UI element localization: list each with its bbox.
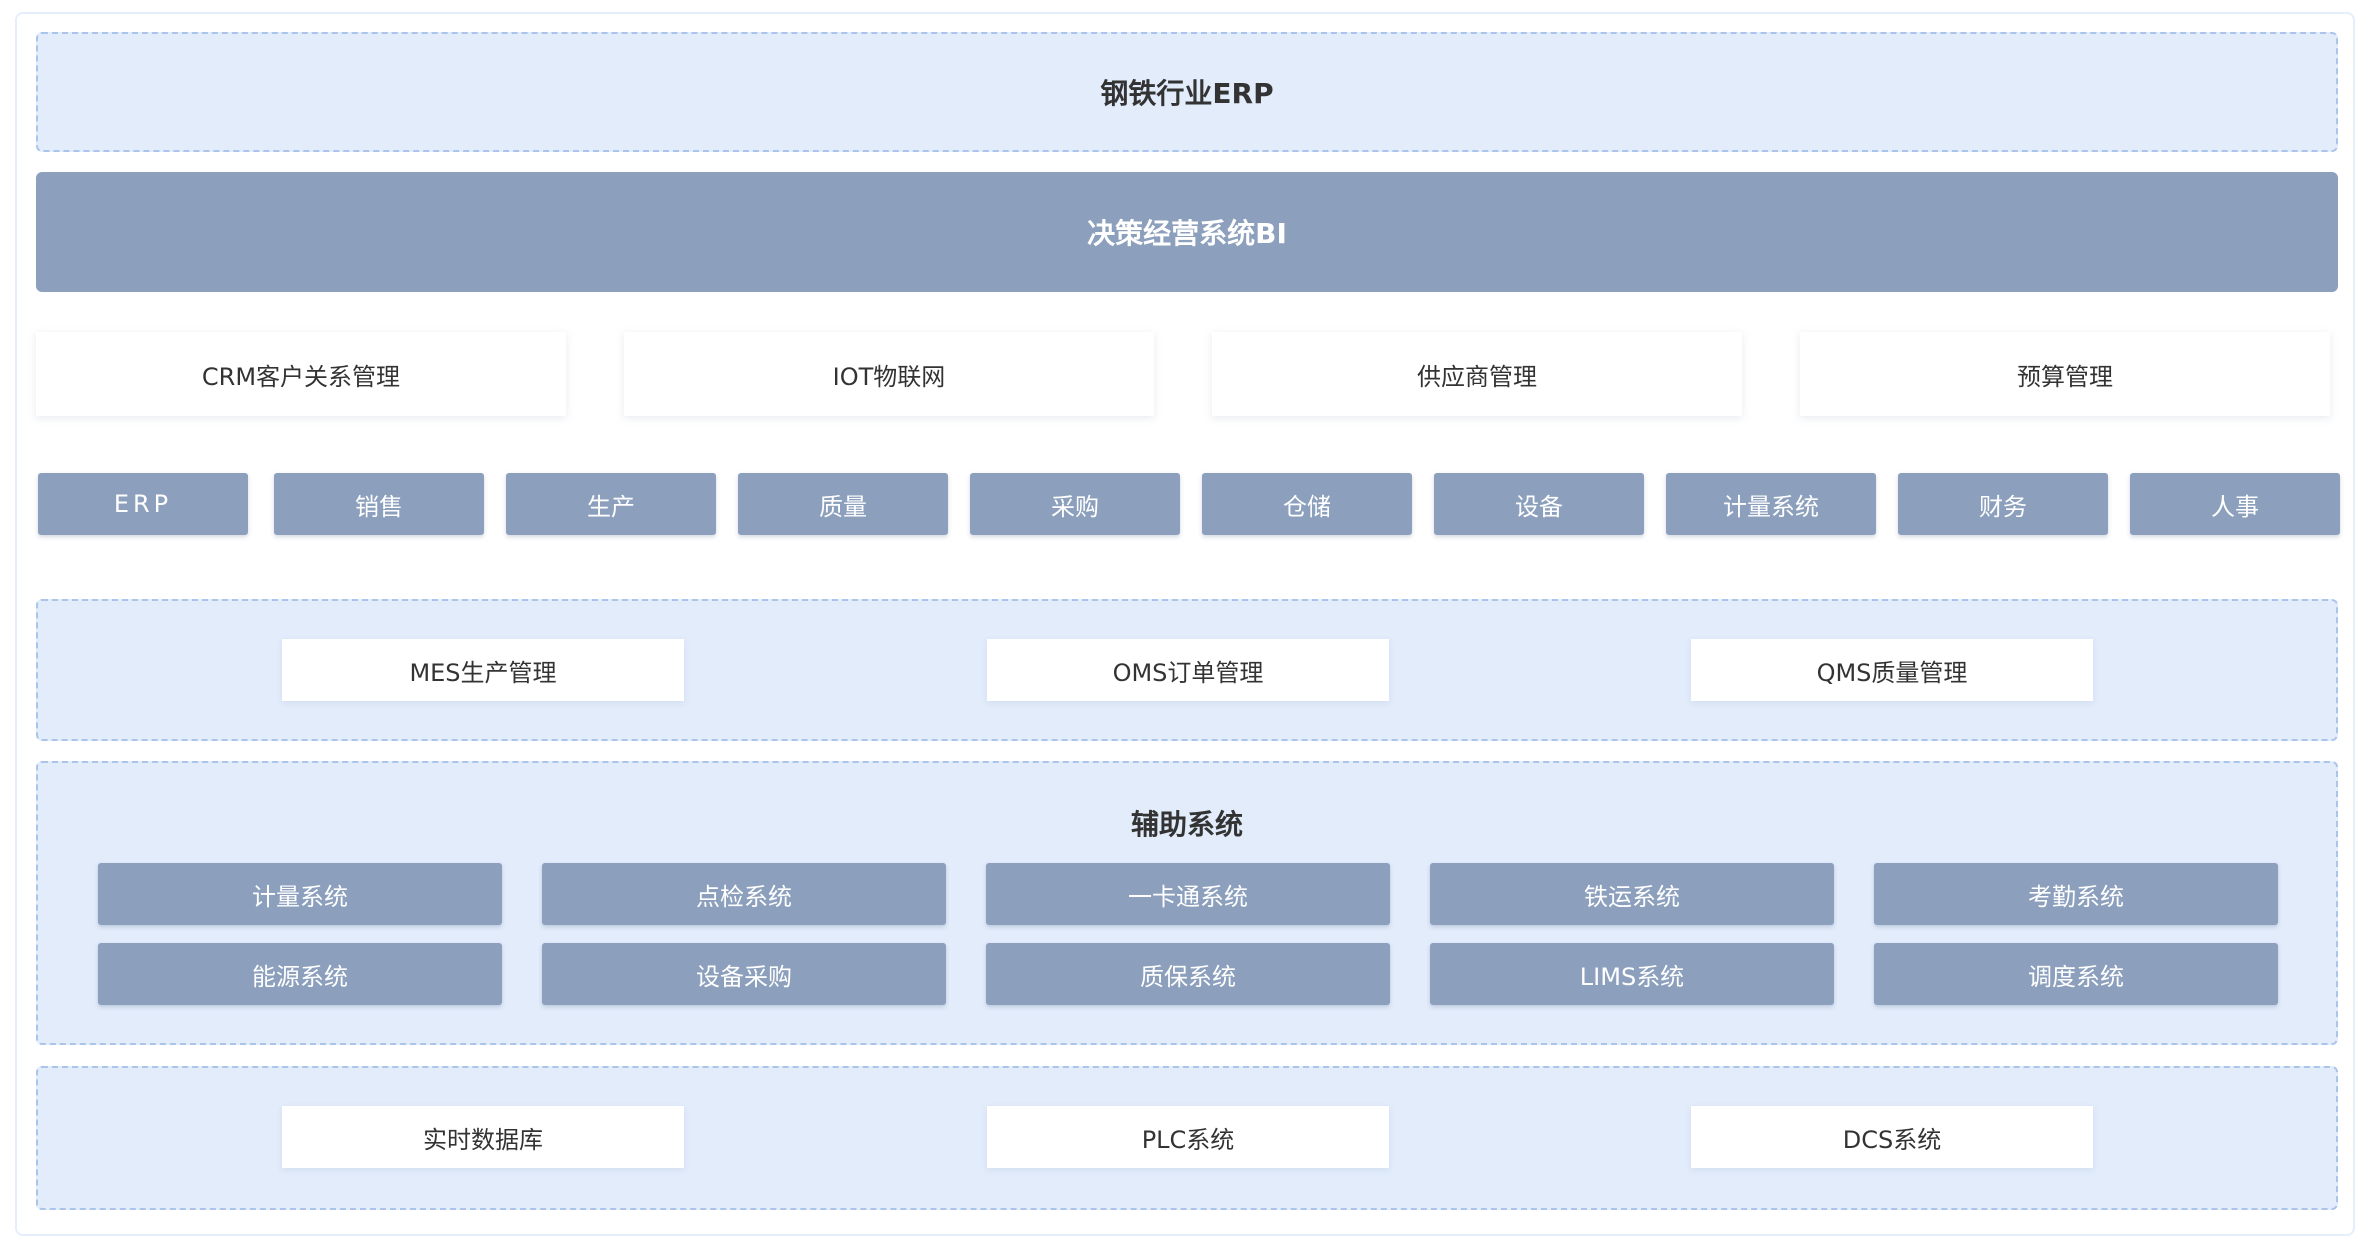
chip-label: 设备 xyxy=(1515,492,1563,521)
aux-chip: 质保系统 xyxy=(986,943,1390,1005)
module-label: 供应商管理 xyxy=(1417,362,1537,391)
chip-label: 质保系统 xyxy=(1140,962,1236,991)
aux-chip: 计量系统 xyxy=(98,863,502,925)
chip-label: 生产 xyxy=(587,492,635,521)
aux-chip: 考勤系统 xyxy=(1874,863,2278,925)
chip-label: 一卡通系统 xyxy=(1128,882,1248,911)
chip-label: 调度系统 xyxy=(2028,962,2124,991)
box-label: MES生产管理 xyxy=(409,658,557,687)
box-label: QMS质量管理 xyxy=(1816,658,1968,687)
erp-chip-finance: 财务 xyxy=(1898,473,2108,535)
mes-band: MES生产管理 OMS订单管理 QMS质量管理 xyxy=(36,599,2338,741)
aux-chip: 铁运系统 xyxy=(1430,863,1834,925)
mes-box: MES生产管理 xyxy=(282,639,684,701)
qms-box: QMS质量管理 xyxy=(1691,639,2093,701)
diagram-title: 钢铁行业ERP xyxy=(1100,77,1274,110)
aux-chip: 一卡通系统 xyxy=(986,863,1390,925)
dcs-box: DCS系统 xyxy=(1691,1106,2093,1168)
oms-box: OMS订单管理 xyxy=(987,639,1389,701)
erp-chip-equipment: 设备 xyxy=(1434,473,1644,535)
erp-chip-hr: 人事 xyxy=(2130,473,2340,535)
erp-chip-quality: 质量 xyxy=(738,473,948,535)
chip-label: 计量系统 xyxy=(252,882,348,911)
chip-label: LIMS系统 xyxy=(1579,962,1685,991)
bi-band: 决策经营系统BI xyxy=(36,172,2338,292)
title-band: 钢铁行业ERP xyxy=(36,32,2338,152)
chip-label: 点检系统 xyxy=(696,882,792,911)
erp-chip-production: 生产 xyxy=(506,473,716,535)
chip-label: 财务 xyxy=(1979,492,2027,521)
box-label: 实时数据库 xyxy=(423,1125,543,1154)
chip-label: 铁运系统 xyxy=(1584,882,1680,911)
module-iot: IOT物联网 xyxy=(624,332,1154,416)
module-crm: CRM客户关系管理 xyxy=(36,332,566,416)
aux-band: 辅助系统 计量系统 点检系统 一卡通系统 铁运系统 考勤系统 能源系统 设备采购… xyxy=(36,761,2338,1045)
module-budget: 预算管理 xyxy=(1800,332,2330,416)
chip-label: 质量 xyxy=(819,492,867,521)
chip-label: 能源系统 xyxy=(252,962,348,991)
box-label: OMS订单管理 xyxy=(1112,658,1264,687)
erp-chip-erp: ERP xyxy=(38,473,248,535)
chip-label: 计量系统 xyxy=(1723,492,1819,521)
module-supplier: 供应商管理 xyxy=(1212,332,1742,416)
chip-label: 设备采购 xyxy=(696,962,792,991)
aux-chip: 设备采购 xyxy=(542,943,946,1005)
chip-label: 采购 xyxy=(1051,492,1099,521)
chip-label: 仓储 xyxy=(1283,492,1331,521)
aux-chip: 调度系统 xyxy=(1874,943,2278,1005)
chip-label: 考勤系统 xyxy=(2028,882,2124,911)
box-label: PLC系统 xyxy=(1141,1125,1235,1154)
module-label: CRM客户关系管理 xyxy=(201,362,401,391)
erp-chip-warehouse: 仓储 xyxy=(1202,473,1412,535)
aux-chip: 点检系统 xyxy=(542,863,946,925)
aux-chip: 能源系统 xyxy=(98,943,502,1005)
chip-label: 人事 xyxy=(2211,492,2259,521)
module-label: IOT物联网 xyxy=(832,362,946,391)
chip-label: 销售 xyxy=(355,492,403,521)
realtime-db-box: 实时数据库 xyxy=(282,1106,684,1168)
erp-chip-metering: 计量系统 xyxy=(1666,473,1876,535)
box-label: DCS系统 xyxy=(1842,1125,1942,1154)
bi-label: 决策经营系统BI xyxy=(1087,217,1287,250)
base-band: 实时数据库 PLC系统 DCS系统 xyxy=(36,1066,2338,1210)
module-label: 预算管理 xyxy=(2017,362,2113,391)
chip-label: ERP xyxy=(113,490,173,518)
erp-chip-sales: 销售 xyxy=(274,473,484,535)
plc-box: PLC系统 xyxy=(987,1106,1389,1168)
aux-chip: LIMS系统 xyxy=(1430,943,1834,1005)
erp-chip-purchase: 采购 xyxy=(970,473,1180,535)
aux-title: 辅助系统 xyxy=(1130,808,1243,841)
